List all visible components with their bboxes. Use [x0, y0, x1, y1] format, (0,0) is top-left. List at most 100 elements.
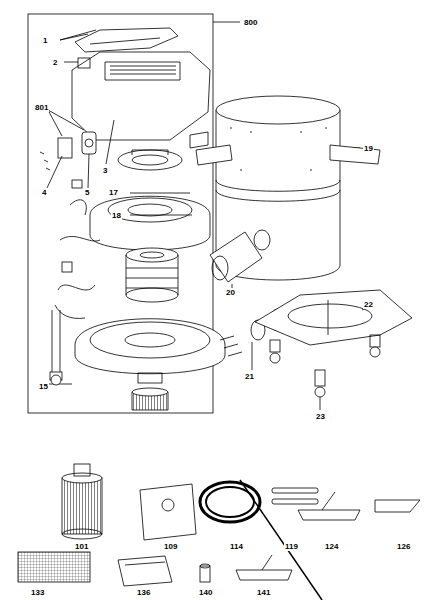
drum-part	[216, 180, 340, 201]
motor-plate-part	[125, 333, 175, 347]
hose	[200, 480, 322, 600]
callout-number: 114	[229, 542, 244, 551]
lid-part	[110, 66, 176, 74]
callout-number: 119	[284, 542, 299, 551]
cartridge-filter-part	[74, 464, 90, 476]
hose-part	[200, 482, 260, 522]
casters-part	[315, 370, 325, 386]
wiring-part	[55, 200, 100, 319]
callout-number: 133	[30, 588, 45, 597]
drum-part	[230, 128, 327, 170]
lid-part	[64, 62, 78, 63]
filter-bag-part	[140, 484, 196, 540]
extension-wands-part	[272, 488, 318, 493]
callout-number: 21	[244, 372, 255, 381]
motor-part	[126, 248, 178, 262]
float-valve-part	[52, 310, 60, 372]
callout-number: 15	[38, 382, 49, 391]
callout-number: 23	[315, 412, 326, 421]
callout-number: 101	[74, 542, 89, 551]
lid-part	[105, 62, 180, 80]
motor-plate-part	[90, 322, 210, 358]
callout-number: 141	[256, 588, 271, 597]
casters-part	[320, 397, 321, 410]
cartridge-filter-part	[62, 529, 102, 539]
motor-cover-part	[132, 155, 168, 165]
drum-handles-part	[190, 132, 208, 148]
float-valve-part	[51, 375, 61, 385]
kit-frame-part	[213, 22, 240, 23]
callout-number: 20	[225, 288, 236, 297]
callout-number: 22	[363, 300, 374, 309]
callout-number: 1	[42, 36, 48, 45]
motor-part	[126, 255, 178, 295]
float-cage-part	[138, 373, 162, 383]
cartridge-filter-part	[62, 478, 102, 534]
motor-cover-part	[132, 150, 168, 155]
floor-nozzle-part	[298, 510, 360, 520]
callout-number: 800	[243, 18, 258, 27]
lid	[64, 52, 210, 140]
foam-sleeve	[18, 552, 90, 582]
drum-part	[216, 96, 340, 124]
filter-bag	[140, 484, 196, 540]
adapter-part	[200, 564, 210, 568]
motor-plate	[75, 319, 225, 374]
caster-base-part	[255, 290, 412, 345]
lid-part	[72, 52, 210, 140]
lid-part	[78, 58, 90, 68]
casters-part	[370, 335, 380, 347]
caster-base	[255, 290, 412, 345]
switch-assembly-part	[58, 138, 72, 158]
dry-filter-part	[118, 556, 172, 586]
drum-handles-part	[196, 145, 232, 165]
drum-handles	[130, 132, 380, 215]
inlet-port-part	[254, 230, 270, 250]
switch-assembly-part	[47, 154, 89, 188]
callout-number: 126	[396, 542, 411, 551]
foam-sleeve-part	[18, 552, 90, 582]
drum-handles-part	[330, 145, 380, 164]
callout-number: 4	[41, 188, 47, 197]
lid-handle-part	[90, 38, 160, 44]
adapter	[200, 564, 210, 582]
switch-assembly-part	[48, 110, 84, 136]
hose-part	[206, 487, 254, 517]
crevice-tool	[375, 500, 420, 512]
casters-part	[370, 347, 380, 357]
motor-part	[126, 288, 178, 302]
motor-cover-part	[90, 196, 210, 250]
callout-number: 3	[102, 166, 108, 175]
crevice-tool-part	[375, 500, 420, 512]
callout-number: 18	[111, 211, 122, 220]
extension-wands-part	[272, 499, 318, 504]
callout-number: 124	[324, 542, 339, 551]
filter-bag-part	[162, 499, 174, 511]
callout-number: 140	[198, 588, 213, 597]
wiring-part	[72, 180, 82, 188]
wet-nozzle-part	[262, 555, 272, 570]
float-valve	[44, 310, 72, 385]
cartridge-filter-part	[62, 473, 102, 483]
motor-cover	[90, 150, 210, 250]
wiring-part	[62, 262, 72, 272]
switch-assembly-part	[82, 132, 96, 154]
switch-assembly-part	[106, 120, 114, 164]
callout-number: 109	[163, 542, 178, 551]
casters-part	[315, 387, 325, 397]
cartridge-filter	[62, 464, 102, 539]
motor-part	[126, 268, 178, 288]
float-cage-part	[132, 388, 168, 396]
callout-number: 5	[84, 188, 90, 197]
callout-number: 801	[34, 103, 49, 112]
motor-part	[140, 252, 164, 258]
motor-cover-part	[108, 198, 192, 222]
inlet-port	[210, 230, 270, 288]
drum-handles-part	[130, 193, 192, 215]
casters	[270, 335, 380, 410]
motor	[126, 248, 178, 302]
callout-number: 2	[52, 58, 58, 67]
casters-part	[270, 353, 280, 363]
floor-nozzle-part	[322, 492, 335, 510]
